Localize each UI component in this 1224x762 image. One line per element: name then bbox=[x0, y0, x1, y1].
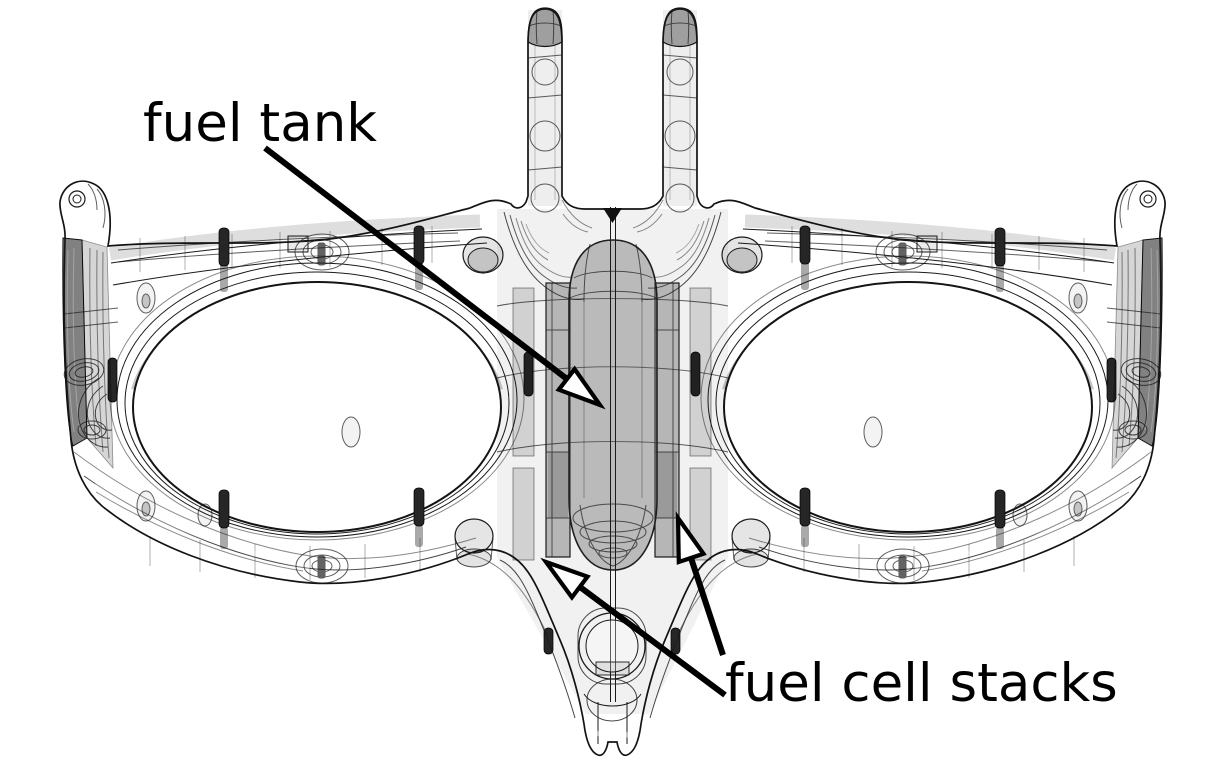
fuel-tank-mesh bbox=[569, 243, 657, 567]
center-column-shading bbox=[497, 209, 728, 714]
left-wing-cutout bbox=[109, 255, 525, 541]
fuselage-pod bbox=[467, 553, 758, 744]
center-datum-marker bbox=[603, 208, 622, 223]
fuel-tank-callout: fuel tank bbox=[143, 93, 606, 410]
right-boom-fairing bbox=[632, 199, 722, 300]
mounting-pins bbox=[107, 225, 1117, 655]
airframe-silhouette bbox=[59, 8, 1166, 757]
fuel-cell-stacks-arrow-line-2 bbox=[688, 557, 726, 656]
right-tip-coil bbox=[1120, 358, 1162, 386]
right-boom-shading bbox=[663, 10, 697, 206]
left-wingtip bbox=[62, 183, 114, 470]
fuel-cell-stacks-arrowhead-1 bbox=[540, 557, 591, 601]
airframe-body bbox=[59, 8, 1166, 757]
root-holes bbox=[454, 236, 771, 568]
fuel-tank-label: fuel tank bbox=[143, 93, 377, 154]
right-wing-cutout bbox=[700, 255, 1116, 541]
left-tip-roll bbox=[77, 377, 113, 448]
fuel-cell-stacks-arrow-line-1 bbox=[578, 584, 727, 698]
fuel-tank-arrowhead bbox=[555, 365, 606, 410]
left-fuel-cell-stack bbox=[512, 282, 571, 561]
right-tail-boom bbox=[632, 7, 722, 300]
right-tip-edge-band bbox=[1137, 237, 1163, 447]
right-wingtip bbox=[1111, 183, 1163, 470]
right-tip-hook bbox=[1119, 183, 1157, 229]
lower-rim-pins bbox=[218, 487, 1006, 549]
left-tip-hook bbox=[68, 183, 106, 229]
fuel-cell-stacks-arrowhead-2 bbox=[675, 511, 707, 565]
left-boom-fairing bbox=[503, 199, 593, 300]
fuel-cell-stacks-callout: fuel cell stacks bbox=[540, 511, 1118, 714]
fuel-tank-arrow-line bbox=[263, 145, 569, 382]
fuel-cell-stacks-label: fuel cell stacks bbox=[725, 653, 1118, 714]
center-split-line bbox=[603, 207, 622, 702]
left-tip-edge-band bbox=[62, 237, 88, 447]
surface-bosses bbox=[136, 233, 1088, 584]
left-tail-boom bbox=[503, 7, 593, 300]
right-fuel-cell-stack bbox=[654, 282, 712, 561]
left-boom-shading bbox=[528, 10, 562, 206]
left-tip-coil bbox=[63, 358, 105, 386]
right-tip-roll bbox=[1112, 377, 1148, 448]
fuel-tank-shape bbox=[568, 239, 658, 571]
